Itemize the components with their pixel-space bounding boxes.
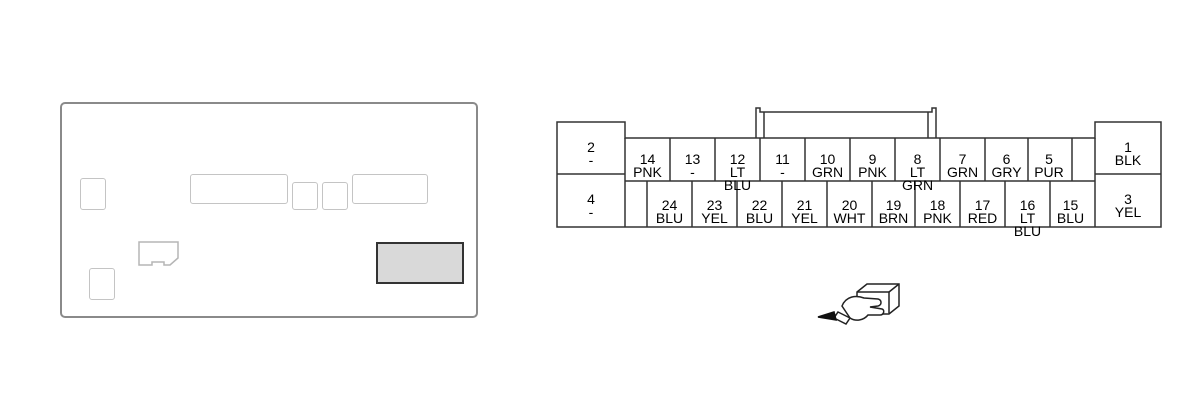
ghost-port-4 [89,268,115,300]
component-outline [60,102,478,318]
ghost-connector-large-2 [352,174,428,204]
pin-4: 4- [587,191,595,220]
pin-11: 11- [775,151,790,180]
pin-2: 2- [587,139,595,168]
highlighted-connector-location [376,242,464,284]
ghost-port-1 [80,178,106,210]
ghost-port-2 [292,182,318,210]
ghost-port-3 [322,182,348,210]
ghost-bracket [138,241,179,266]
ghost-connector-large-1 [190,174,288,204]
connector-latch [755,107,937,138]
pin-13: 13- [684,151,701,180]
connector-body [556,121,1162,228]
hand-pointing-connector-icon [817,283,900,325]
